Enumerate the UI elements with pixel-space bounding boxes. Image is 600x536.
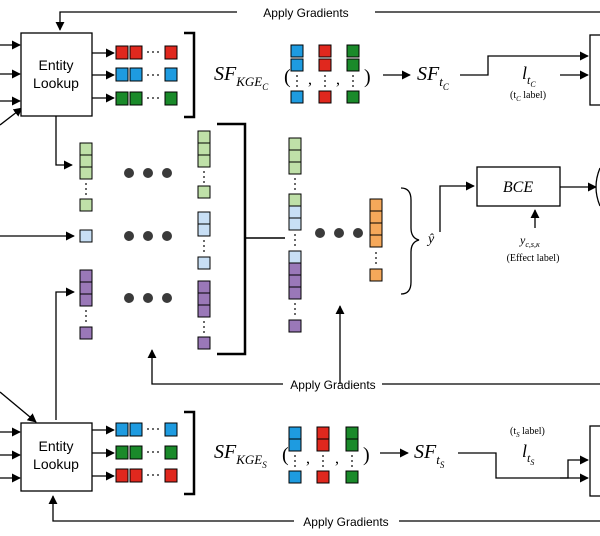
entity-lookup-bottom-line2: Lookup [33,456,79,472]
y-hat-label: ŷ [426,232,435,247]
top-comma-2: , [336,71,340,88]
line-to-loss-tc [460,51,589,76]
middle-bracket [217,122,247,356]
entity-lookup-top-box: Entity Lookup [20,32,93,117]
top-embedding-rows [115,45,178,106]
apply-gradients-middle-loop: Apply Gradients [147,305,600,392]
big-ellipsis-dots [124,168,363,303]
top-vertical-vectors [290,44,360,104]
middle-column-vectors [197,130,211,350]
sum-node-edge [595,167,600,207]
output-brace [400,187,420,295]
sf-kge-s-open-paren: ( [282,444,289,466]
top-lookup-outputs [92,48,115,103]
arrow-to-bce [439,181,475,232]
sf-t-s-label: SFtS [414,441,445,470]
sf-t-c-label: SFtC [417,63,450,92]
entity-lookup-top-line2: Lookup [33,75,79,91]
left-column-vectors [79,142,93,340]
apply-gradients-bottom-label: Apply Gradients [303,515,388,529]
entity-lookup-top-line1: Entity [38,57,73,73]
effect-label-text: (Effect label) [507,253,560,264]
l-t-s-label: ltS [522,441,534,467]
top-row-dots [147,51,159,99]
top-bracket [184,31,196,119]
apply-gradients-top-label: Apply Gradients [263,6,348,20]
bottom-comma-2: , [335,450,339,467]
t-c-label-text: (tC label) [510,90,546,103]
l-t-c-label: ltC [522,63,536,89]
entity-lookup-bottom-line1: Entity [38,438,73,454]
bottom-bracket [184,410,196,496]
label-to-loss-ts [560,455,589,479]
bottom-embedding-rows [115,422,178,483]
bottom-lookup-outputs [92,425,115,481]
sf-kge-c-close-paren: ) [364,66,371,88]
output-column-vectors [369,198,383,282]
bottom-row-dots [147,428,159,476]
apply-gradients-bottom-loop: Apply Gradients [48,495,600,529]
top-lookup-inputs [0,40,23,126]
concat-column-dots [294,178,296,315]
bottom-vertical-vectors [288,426,359,484]
sf-kge-c-label: SFKGEC [214,63,269,92]
top-vertical-dots [296,75,354,87]
y-c-s-kappa-label: yc,s,κ [519,233,540,249]
middle-column-dots [203,171,205,333]
top-comma-1: , [308,71,312,88]
apply-gradients-middle-label: Apply Gradients [290,378,375,392]
sf-kge-c-open-paren: ( [284,66,291,88]
line-to-loss-ts [458,452,589,483]
concat-column-vectors [288,137,302,333]
arrow-top-to-green [55,116,73,170]
arrow-bottom-to-purple [55,287,75,420]
entity-lookup-bottom-box: Entity Lookup [20,422,93,492]
sf-kge-s-label: SFKGES [214,441,267,470]
bottom-comma-1: , [306,450,310,467]
loss-tc-box [589,34,600,106]
bce-label: BCE [503,179,533,196]
bottom-vertical-dots [294,455,353,467]
apply-gradients-top-loop: Apply Gradients [55,6,600,31]
output-column-dots [375,252,377,264]
left-column-dots [85,183,87,322]
loss-ts-box [589,425,600,497]
t-s-label-text: (tS label) [510,426,545,439]
sf-kge-s-close-paren: ) [363,444,370,466]
bottom-lookup-inputs [0,391,37,483]
